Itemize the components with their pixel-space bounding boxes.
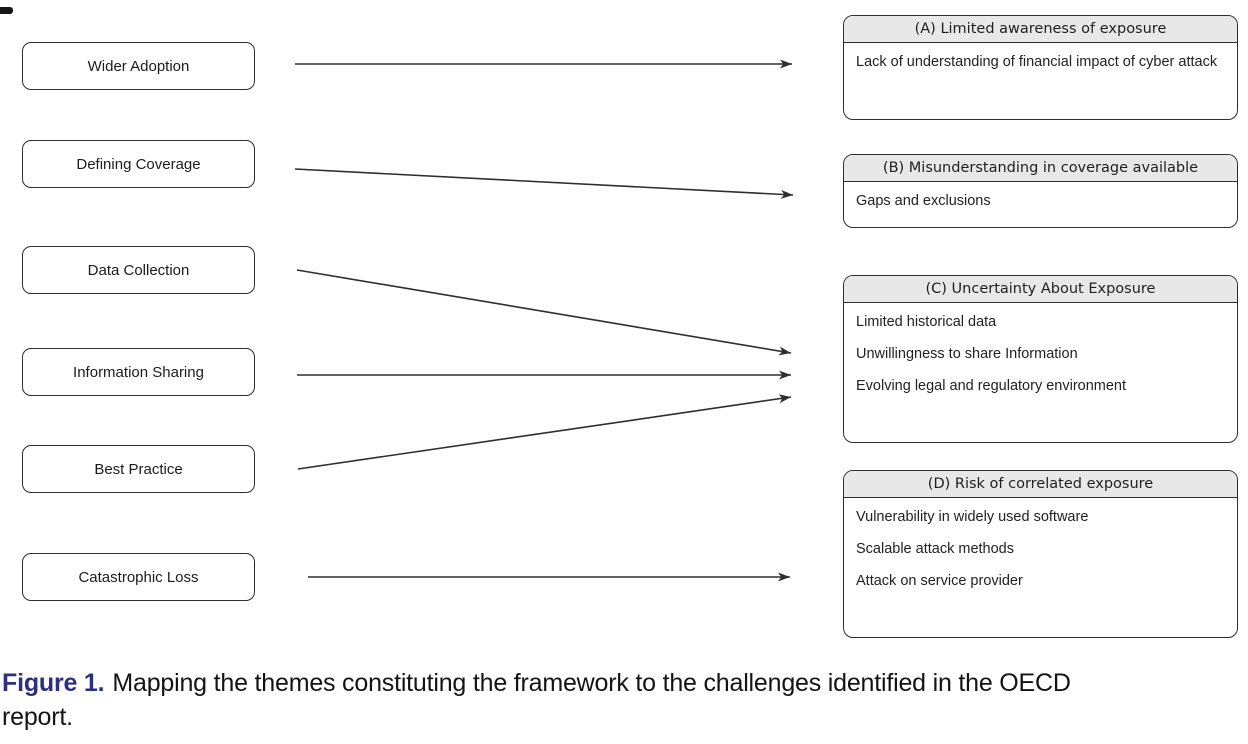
arrow-defining-coverage-to-b bbox=[294, 168, 794, 199]
challenge-header-c: (C) Uncertainty About Exposure bbox=[844, 276, 1237, 303]
arrow-best-practice-to-c bbox=[297, 394, 792, 470]
crop-artifact bbox=[0, 7, 13, 14]
theme-box-data-collection: Data Collection bbox=[22, 246, 255, 294]
challenge-item: Evolving legal and regulatory environmen… bbox=[856, 378, 1127, 394]
theme-label: Catastrophic Loss bbox=[78, 568, 199, 586]
challenge-item: Vulnerability in widely used software bbox=[856, 509, 1089, 525]
arrow-data-collection-to-c bbox=[296, 269, 792, 356]
theme-label: Wider Adoption bbox=[87, 57, 190, 75]
challenge-header-d: (D) Risk of correlated exposure bbox=[844, 471, 1237, 498]
figure-number-label: Figure 1. bbox=[2, 669, 105, 697]
theme-label: Best Practice bbox=[94, 460, 183, 478]
challenge-item: Attack on service provider bbox=[856, 573, 1023, 589]
theme-label: Information Sharing bbox=[73, 363, 204, 381]
challenge-item: Unwillingness to share Information bbox=[856, 346, 1078, 362]
figure-caption-line2: report. bbox=[2, 703, 73, 731]
challenge-item: Limited historical data bbox=[856, 314, 997, 330]
theme-box-information-sharing: Information Sharing bbox=[22, 348, 255, 396]
theme-label: Defining Coverage bbox=[76, 155, 201, 173]
theme-box-wider-adoption: Wider Adoption bbox=[22, 42, 255, 90]
theme-box-catastrophic-loss: Catastrophic Loss bbox=[22, 553, 255, 601]
challenge-header-b: (B) Misunderstanding in coverage availab… bbox=[844, 155, 1237, 182]
challenge-header-a: (A) Limited awareness of exposure bbox=[844, 16, 1237, 43]
challenge-item: Scalable attack methods bbox=[856, 541, 1014, 557]
theme-label: Data Collection bbox=[87, 261, 190, 279]
figure-caption-line1: Mapping the themes constituting the fram… bbox=[112, 669, 1071, 697]
theme-box-best-practice: Best Practice bbox=[22, 445, 255, 493]
challenge-body-b: Gaps and exclusions bbox=[844, 182, 1237, 227]
figure-caption: Figure 1.Mapping the themes constituting… bbox=[2, 666, 1240, 734]
challenge-item: Gaps and exclusions bbox=[856, 193, 991, 209]
challenge-item: Lack of understanding of financial impac… bbox=[856, 54, 1218, 70]
challenge-body-a: Lack of understanding of financial impac… bbox=[844, 43, 1237, 88]
theme-box-defining-coverage: Defining Coverage bbox=[22, 140, 255, 188]
challenge-box-b: (B) Misunderstanding in coverage availab… bbox=[843, 154, 1238, 228]
